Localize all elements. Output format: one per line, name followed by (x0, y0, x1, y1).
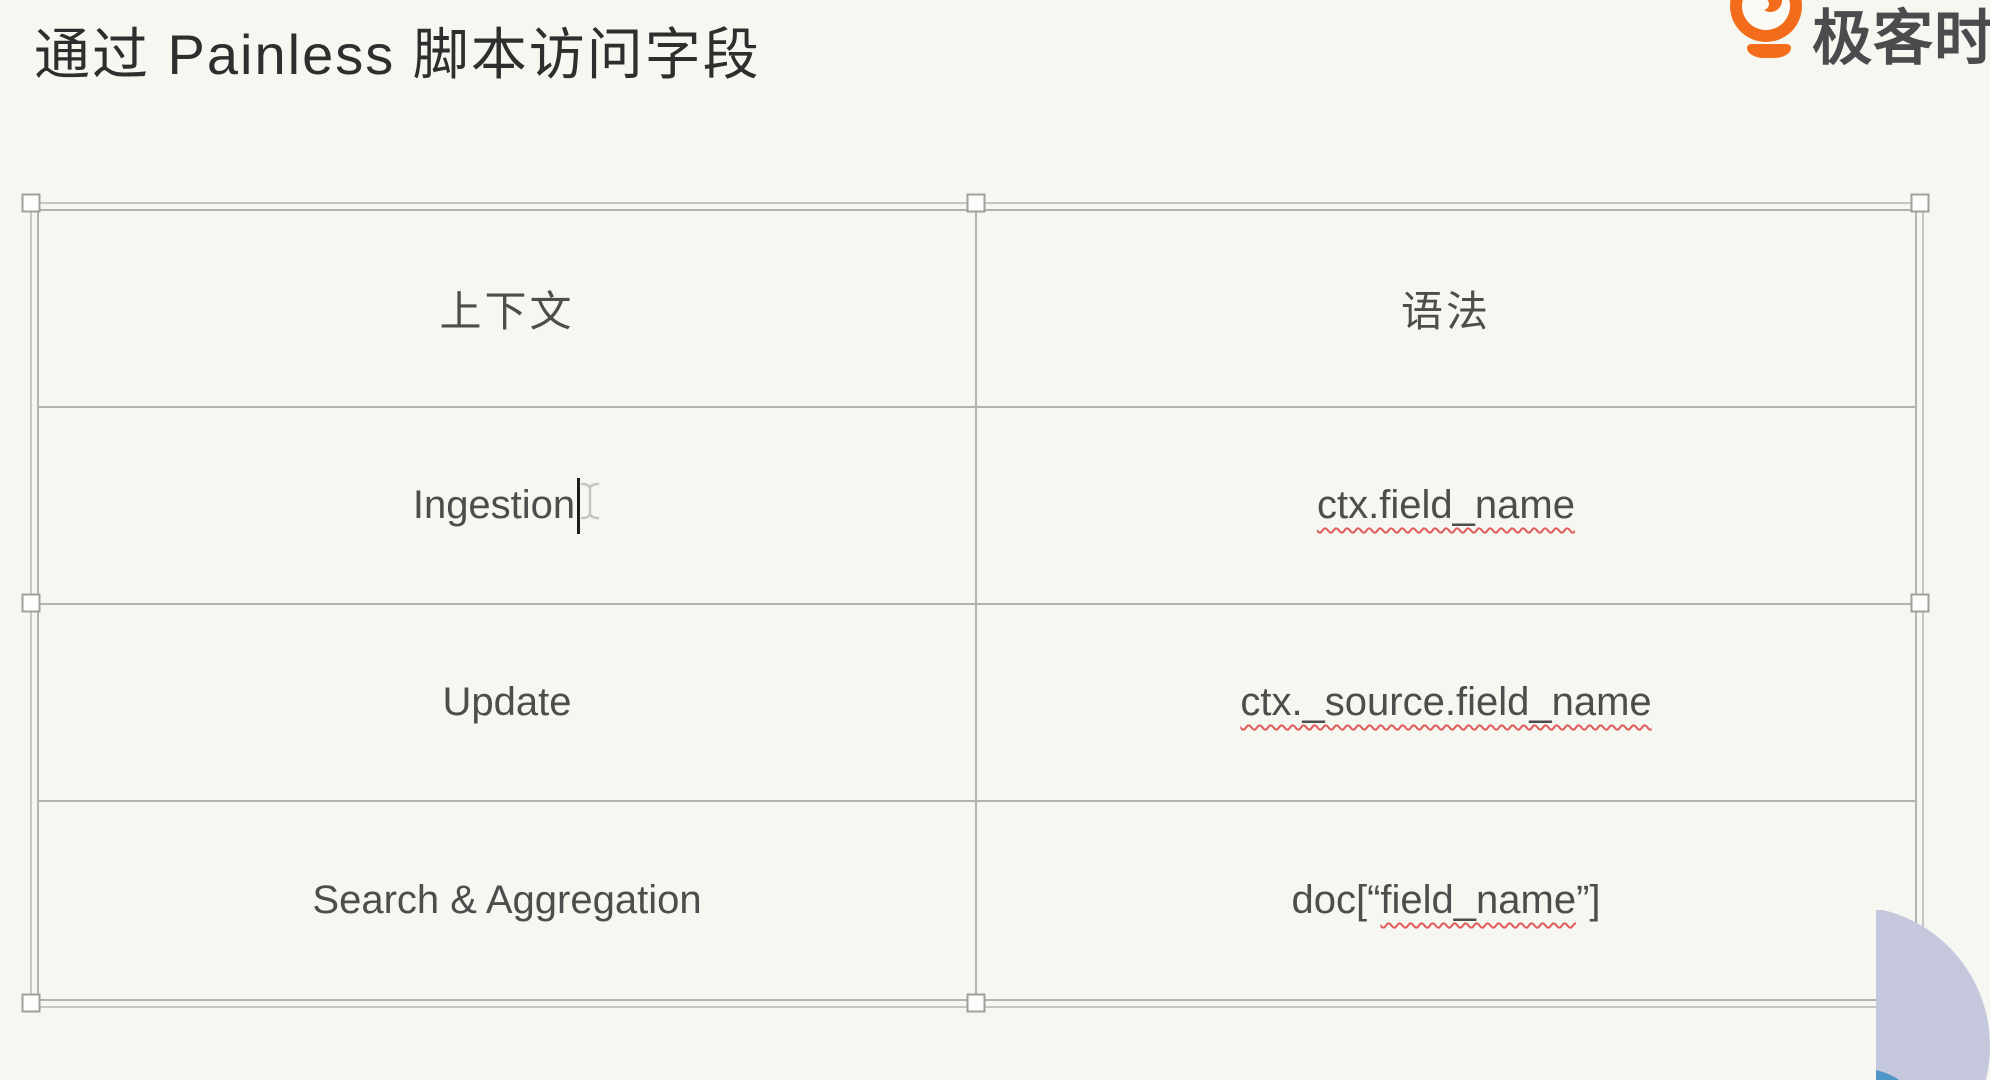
selection-handle-middle-right[interactable] (1910, 593, 1930, 613)
cell-syntax-ingestion[interactable]: ctx.field_name (977, 408, 1915, 605)
cell-text-suffix: ”] (1576, 878, 1601, 922)
header-cell-syntax[interactable]: 语法 (977, 211, 1915, 408)
cell-syntax-search-aggregation[interactable]: doc[“field_name”] (977, 802, 1915, 999)
webcam-circle-backdrop (1876, 910, 1990, 1080)
selection-handle-middle-left[interactable] (21, 593, 41, 613)
presenter-shirt (1876, 1068, 1918, 1080)
cell-text: Update (442, 680, 572, 724)
presenter-webcam-overlay (1876, 910, 1990, 1080)
brand-name: 极客时间 (1812, 5, 1990, 72)
cell-context-update[interactable]: Update (39, 605, 977, 802)
selection-handle-top-center[interactable] (966, 193, 986, 213)
geektime-logo-icon-swirl-hole (1757, 0, 1769, 10)
cell-context-ingestion[interactable]: Ingestion (39, 408, 977, 605)
i-beam-cursor (579, 481, 601, 531)
cell-text-prefix: doc[“ (1291, 878, 1381, 922)
cell-text: Search & Aggregation (312, 878, 702, 922)
cell-text-code: field_name (1380, 878, 1577, 922)
selection-handle-bottom-center[interactable] (966, 993, 986, 1013)
selection-handle-top-left[interactable] (21, 193, 41, 213)
painless-context-table: 上下文 语法 Ingestion ctx.field_name Update c… (37, 209, 1917, 1001)
cell-text: ctx._source.field_name (1240, 680, 1652, 724)
cell-context-search-aggregation[interactable]: Search & Aggregation (39, 802, 977, 999)
selection-handle-bottom-left[interactable] (21, 993, 41, 1013)
text-caret (577, 477, 581, 534)
cell-text: ctx.field_name (1317, 483, 1575, 527)
cell-syntax-update[interactable]: ctx._source.field_name (977, 605, 1915, 802)
geektime-logo-crescent (1747, 44, 1791, 58)
selection-handle-top-right[interactable] (1910, 193, 1930, 213)
cell-text: Ingestion (412, 483, 576, 527)
header-cell-context[interactable]: 上下文 (39, 211, 977, 408)
page-title: 通过 Painless 脚本访问字段 (34, 23, 761, 86)
